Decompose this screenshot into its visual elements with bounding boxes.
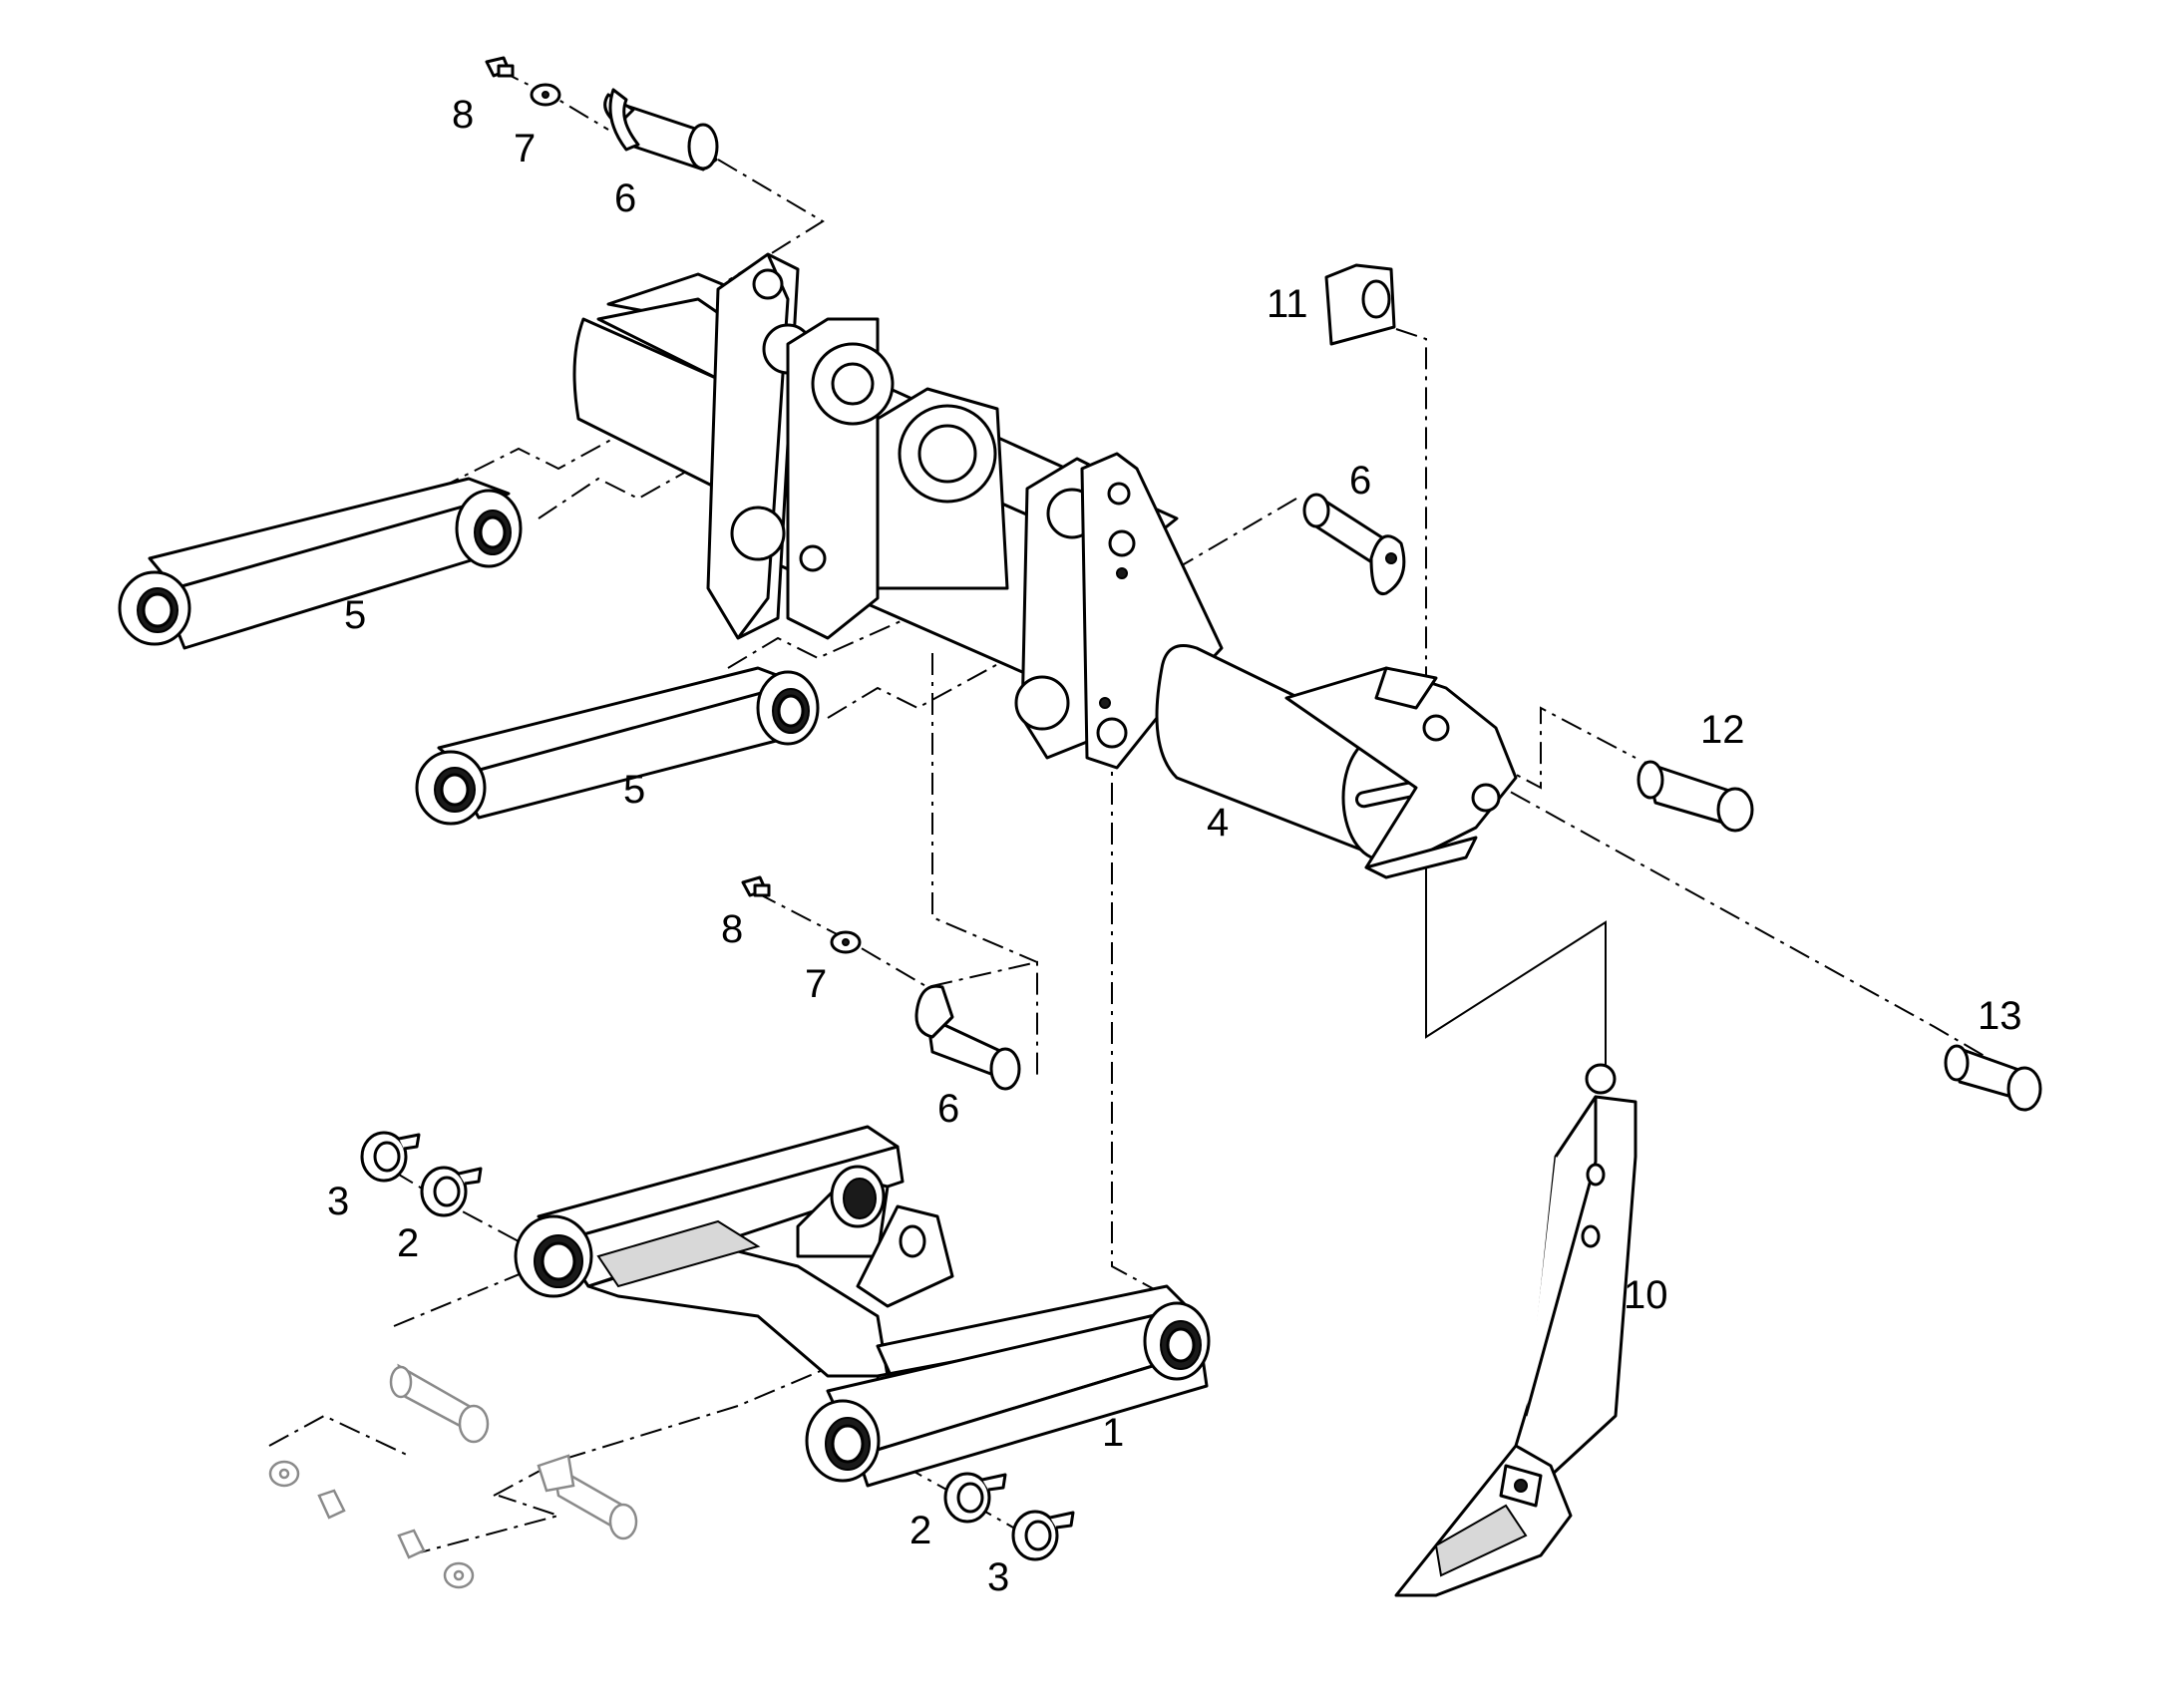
pin-part-13 bbox=[1944, 1044, 2042, 1112]
callout-13: 13 bbox=[1978, 994, 2022, 1038]
pin-part-6-lower bbox=[914, 984, 1021, 1091]
ripper-shank-part-10 bbox=[1394, 1063, 1637, 1597]
callout-10: 10 bbox=[1624, 1273, 1668, 1317]
washer-part-7-top bbox=[530, 83, 561, 107]
block-part-11 bbox=[1324, 263, 1396, 346]
pin-part-12 bbox=[1636, 760, 1754, 833]
unnumbered-pin-grey-lower bbox=[537, 1454, 638, 1540]
bolt-part-8-lower bbox=[741, 875, 771, 897]
washer-part-7-lower bbox=[830, 930, 862, 954]
callout-1: 1 bbox=[1102, 1411, 1124, 1455]
callout-3-upper: 3 bbox=[327, 1180, 349, 1223]
callout-4: 4 bbox=[1207, 801, 1229, 845]
callout-8-lower: 8 bbox=[721, 907, 743, 951]
pin-part-6-top bbox=[603, 88, 719, 171]
callout-6-lower: 6 bbox=[937, 1087, 959, 1131]
callout-labels: 1 2 2 3 3 4 5 5 6 6 6 7 7 8 8 10 11 12 1… bbox=[327, 93, 2022, 1599]
callout-8-top: 8 bbox=[452, 93, 474, 137]
washer-part-3-lower bbox=[1011, 1510, 1075, 1561]
washer-part-3-upper bbox=[360, 1131, 421, 1183]
arm-part-1 bbox=[514, 1125, 1211, 1488]
main-frame-part-4 bbox=[572, 252, 1518, 879]
bolt-part-8-top bbox=[485, 56, 515, 78]
link-part-5-upper bbox=[118, 477, 523, 650]
callout-6-right: 6 bbox=[1349, 459, 1371, 503]
callout-5-upper: 5 bbox=[344, 593, 366, 637]
callout-7-lower: 7 bbox=[805, 962, 827, 1006]
unnumbered-washer-bolt-grey-left bbox=[268, 1460, 346, 1520]
callout-3-lower: 3 bbox=[987, 1555, 1009, 1599]
unnumbered-washer-bolt-grey-right bbox=[397, 1529, 475, 1589]
unnumbered-pin-grey-upper bbox=[389, 1363, 490, 1444]
callout-11: 11 bbox=[1267, 282, 1308, 326]
callout-6-top: 6 bbox=[614, 176, 636, 220]
callout-5-lower: 5 bbox=[623, 768, 645, 812]
callout-2-lower: 2 bbox=[909, 1509, 931, 1552]
washer-part-2-upper bbox=[420, 1166, 483, 1217]
link-part-5-lower bbox=[415, 666, 820, 826]
pin-part-6-right bbox=[1302, 493, 1406, 596]
washer-part-2-lower bbox=[943, 1472, 1007, 1524]
callout-12: 12 bbox=[1700, 708, 1745, 752]
callout-7-top: 7 bbox=[514, 127, 536, 171]
callout-2-upper: 2 bbox=[397, 1221, 419, 1265]
